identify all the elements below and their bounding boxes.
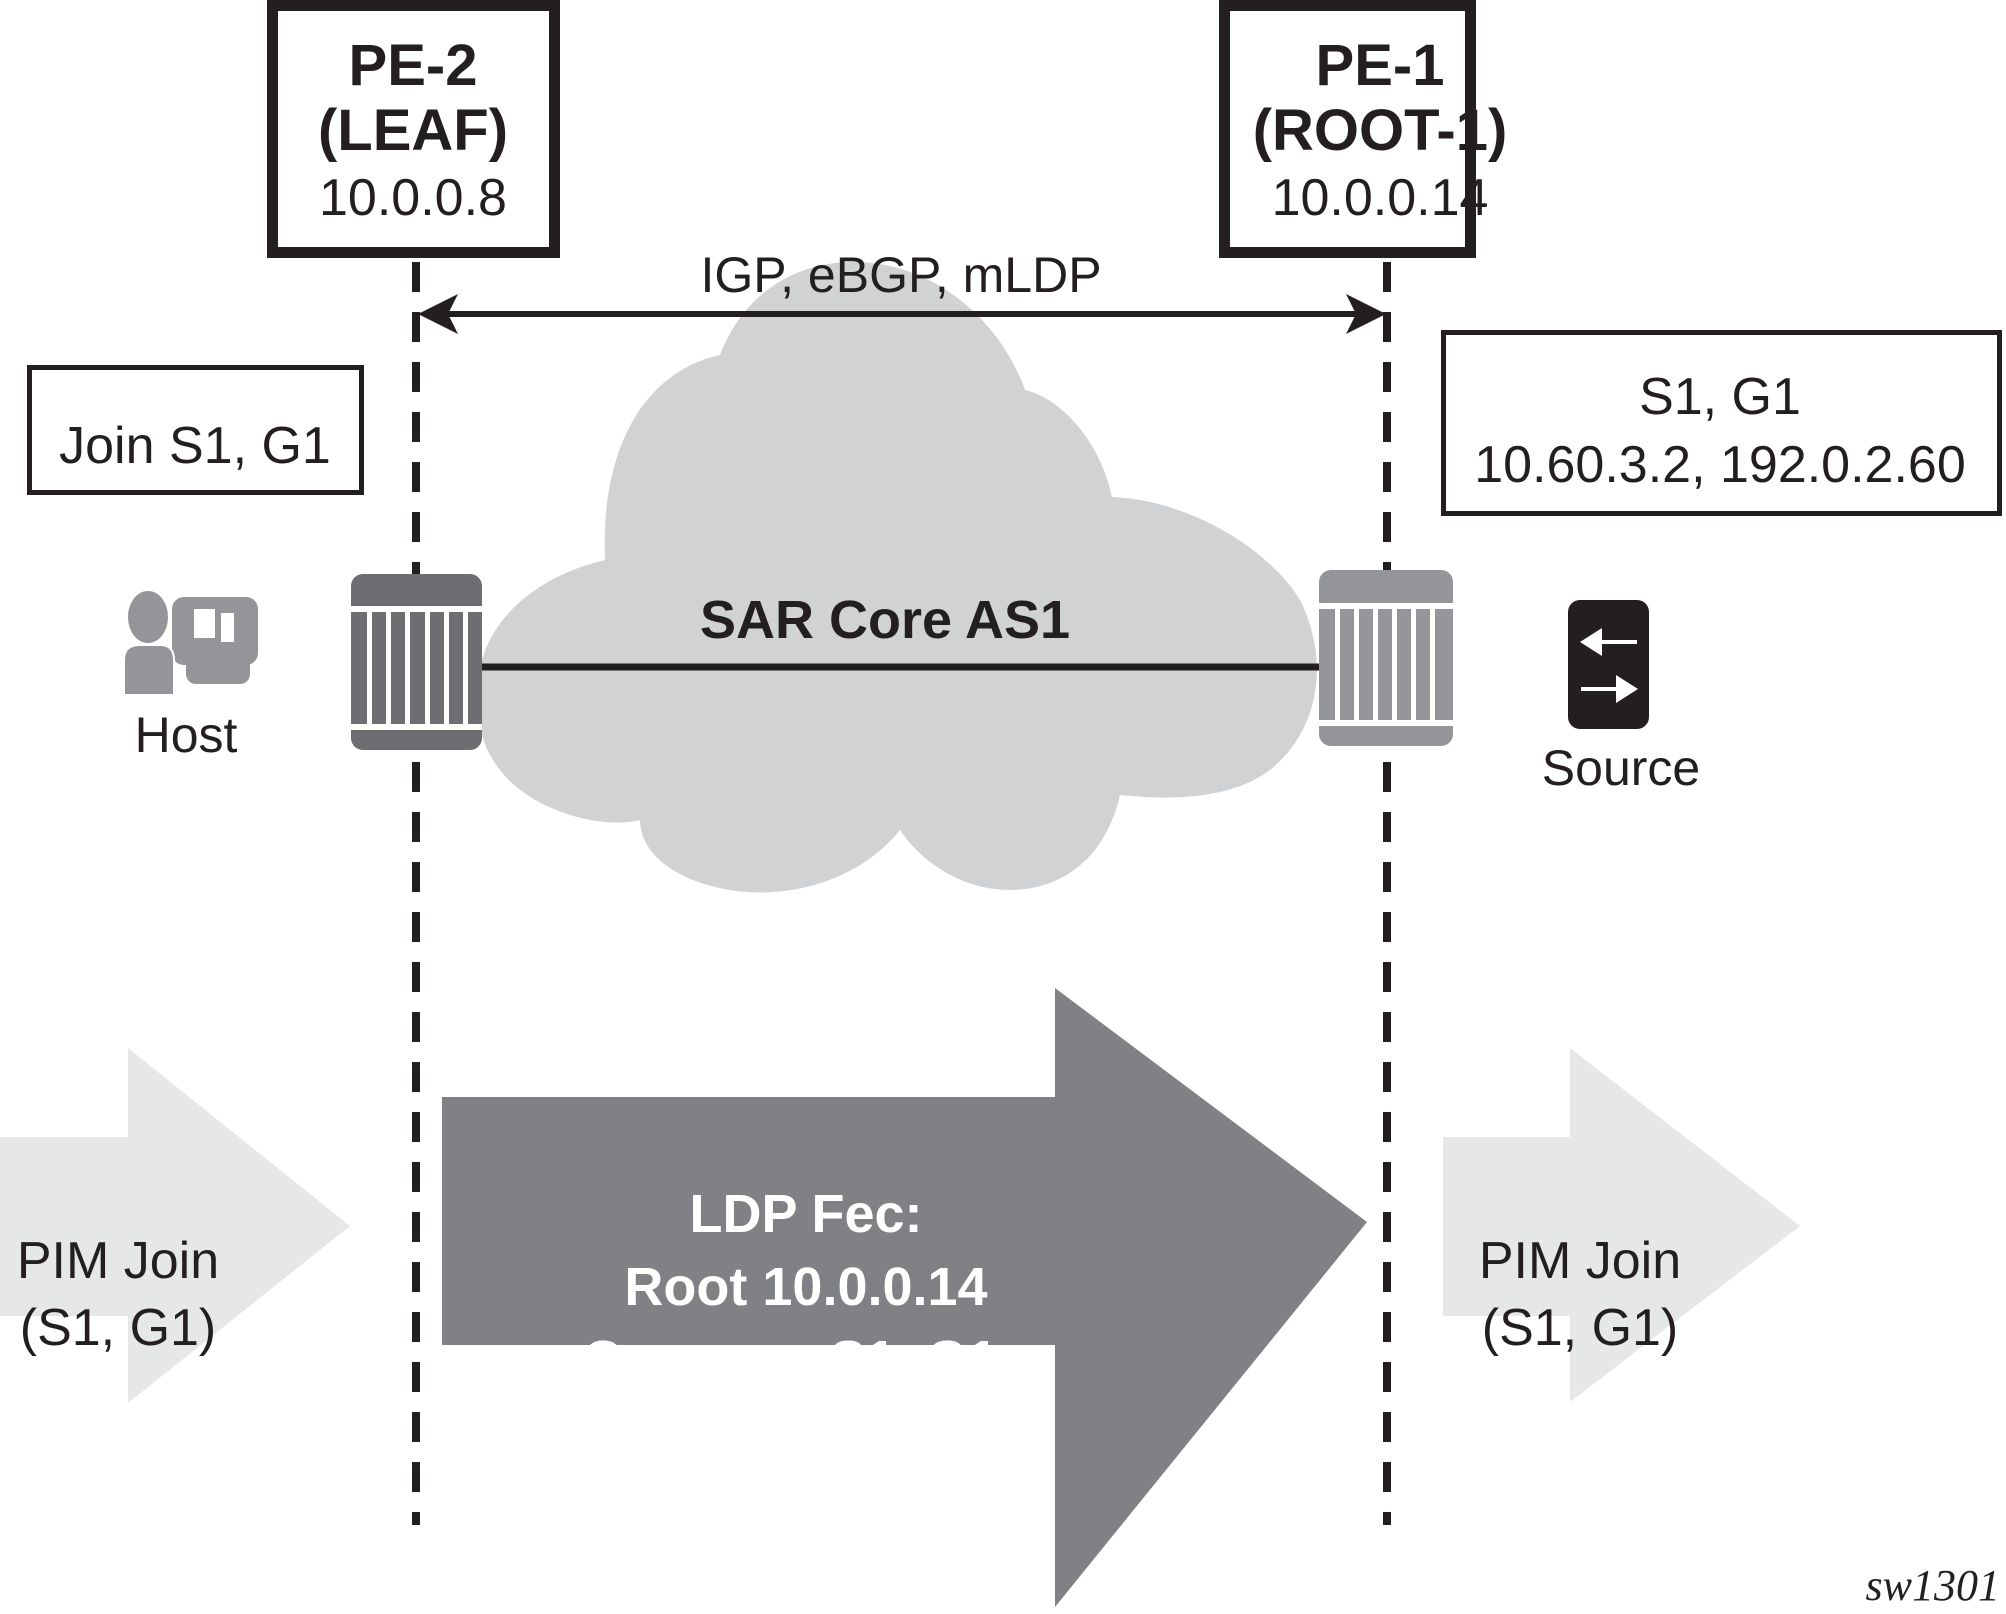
pe1-role: (ROOT-1) — [1253, 98, 1508, 163]
protocols-double-arrow — [418, 294, 1386, 334]
join-box: Join S1, G1 — [27, 365, 364, 495]
host-user-icon[interactable] — [123, 589, 258, 696]
pe2-router-icon[interactable] — [351, 574, 482, 750]
cloud-label: SAR Core AS1 — [700, 590, 1070, 650]
join-box-text: Join S1, G1 — [59, 417, 331, 475]
source-group-box: S1, G1 10.60.3.2, 192.0.2.60 — [1441, 330, 2002, 516]
ldp-fec-arrow: LDP Fec: Root 10.0.0.14 Opaque <S1, G1> — [442, 988, 1367, 1607]
left-pim-line1: PIM Join — [17, 1232, 219, 1290]
arrowhead-left-icon — [418, 294, 458, 334]
pe2-ip: 10.0.0.8 — [319, 169, 507, 227]
ldp-fec-line1: LDP Fec: — [689, 1184, 922, 1244]
right-pim-line2: (S1, G1) — [1482, 1299, 1679, 1357]
source-label: Source — [1542, 740, 1700, 796]
pe1-router-icon[interactable] — [1319, 570, 1453, 746]
figure-id: sw1301 — [1866, 1561, 2000, 1610]
protocols-label: IGP, eBGP, mLDP — [700, 247, 1101, 303]
host-label: Host — [135, 707, 238, 763]
left-pim-line2: (S1, G1) — [20, 1299, 217, 1357]
arrowhead-right-icon — [1346, 294, 1386, 334]
source-group-line2: 10.60.3.2, 192.0.2.60 — [1474, 436, 1966, 494]
pe2-name: PE-2 — [349, 33, 478, 98]
switch-arrows-icon[interactable] — [1568, 600, 1649, 729]
right-pim-line1: PIM Join — [1479, 1232, 1681, 1290]
pe1-ip: 10.0.0.14 — [1272, 169, 1489, 227]
source-group-line1: S1, G1 — [1639, 368, 1801, 426]
ldp-fec-line3: Opaque <S1, G1> — [582, 1330, 1029, 1390]
left-pim-join-arrow: PIM Join (S1, G1) — [0, 1048, 350, 1403]
pe1-name: PE-1 — [1316, 33, 1445, 98]
right-pim-join-arrow: PIM Join (S1, G1) — [1443, 1048, 1800, 1402]
pe1-node[interactable]: PE-1 (ROOT-1) 10.0.0.14 — [1219, 0, 1508, 258]
sar-core-cloud — [478, 261, 1317, 893]
pe2-role: (LEAF) — [318, 98, 508, 163]
pe2-node[interactable]: PE-2 (LEAF) 10.0.0.8 — [267, 0, 560, 258]
ldp-fec-line2: Root 10.0.0.14 — [624, 1257, 987, 1317]
